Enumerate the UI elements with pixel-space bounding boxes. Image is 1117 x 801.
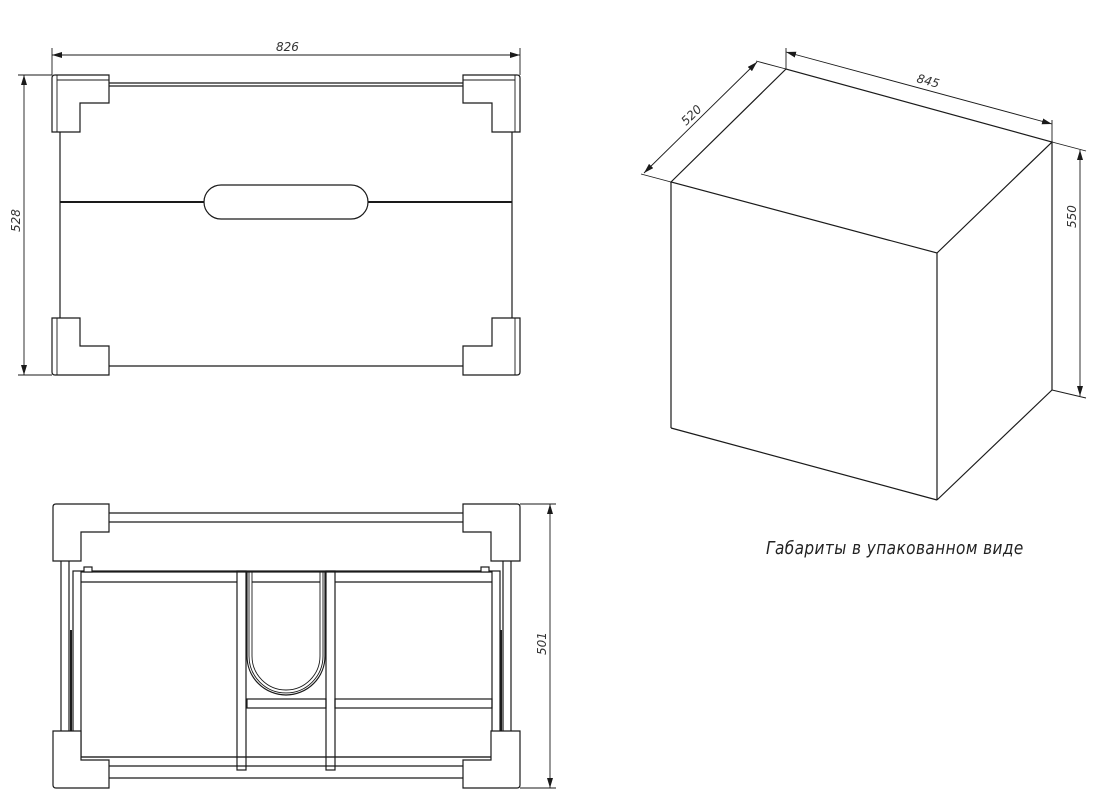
corner-guards — [51, 74, 521, 376]
dimension-845: 845 — [785, 48, 1053, 142]
dim-label-826: 826 — [276, 40, 299, 54]
dimension-550: 550 — [1051, 141, 1087, 399]
dimension-501: 501 — [520, 503, 556, 789]
dimension-520: 520 — [640, 60, 787, 183]
front-view: 501 — [52, 503, 556, 789]
corner-guards — [52, 503, 521, 789]
dim-label-550: 550 — [1065, 205, 1079, 228]
dim-label-528: 528 — [9, 209, 23, 232]
dim-label-845: 845 — [915, 71, 941, 90]
top-view: 826 528 — [9, 40, 521, 376]
package-box: 845 520 550 — [640, 48, 1087, 501]
dimension-826: 826 — [51, 40, 521, 75]
dimension-528: 528 — [9, 74, 52, 376]
dim-label-501: 501 — [535, 632, 549, 655]
center-uprights — [236, 570, 336, 771]
u-cutout — [246, 572, 326, 696]
handle-slot — [203, 184, 369, 220]
dim-label-520: 520 — [678, 102, 704, 128]
package-caption: Габариты в упакованном виде — [766, 538, 1024, 559]
